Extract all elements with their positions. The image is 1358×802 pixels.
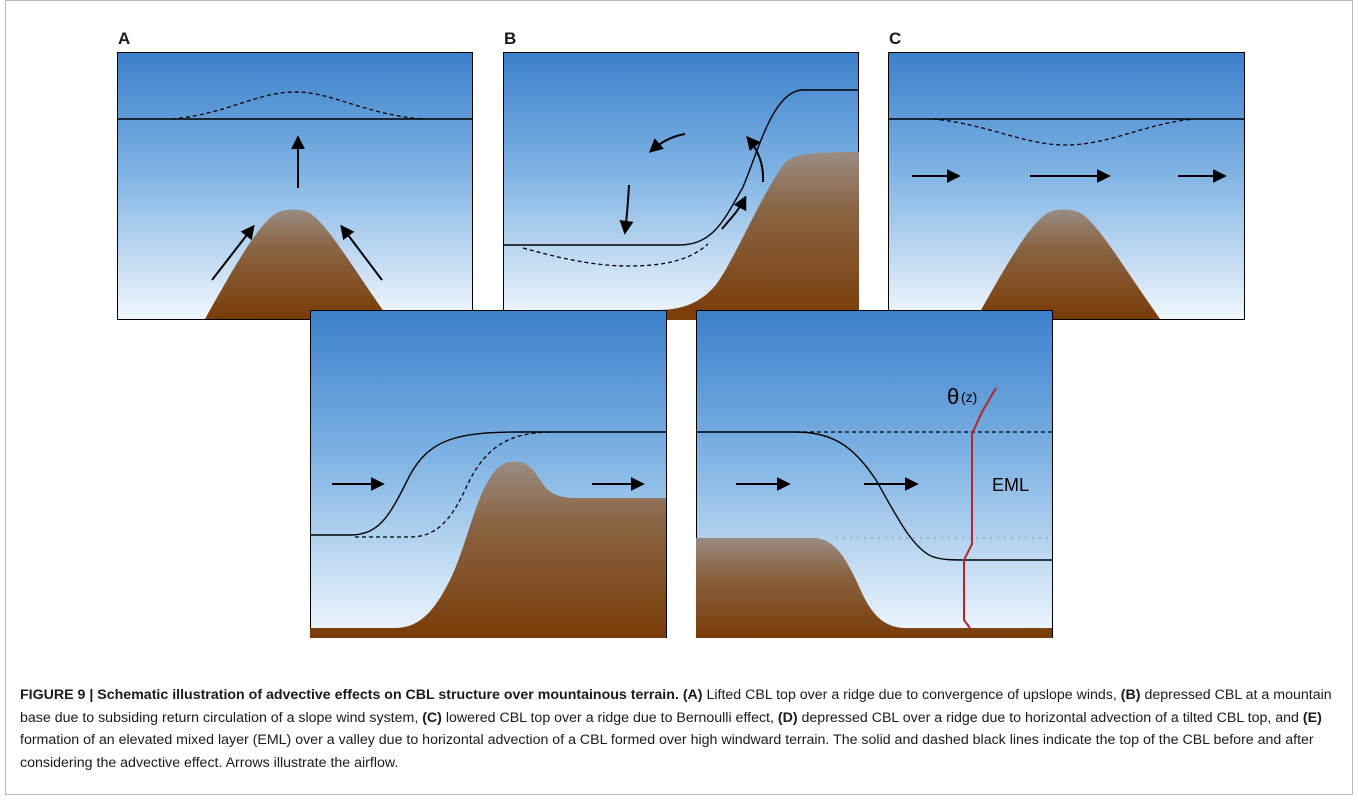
panel-e-cbl-solid — [696, 431, 1052, 561]
panel-a-cbl-dashed — [171, 91, 423, 120]
panel-b-arrow-upslope — [721, 195, 747, 230]
panel-e-theta-profile — [963, 387, 997, 629]
panel-e-theta-label: θ — [947, 384, 959, 409]
panel-b — [503, 52, 859, 320]
caption-text-b: depressed CBL at a mountain base due to … — [20, 687, 1332, 726]
panel-c-cbl-dashed — [932, 118, 1194, 146]
panel-letter-c: C — [889, 29, 902, 48]
caption-tag-e: (E) — [1302, 709, 1322, 726]
panel-a-ridge — [205, 209, 389, 319]
panel-b-cbl-solid — [503, 89, 859, 246]
caption-figure-label: FIGURE 9 | Schematic illustration of adv… — [20, 687, 679, 703]
caption-tag-a: (A) — [682, 687, 703, 703]
panel-b-arrow-return-top — [648, 133, 686, 153]
panel-b-cbl-dashed — [522, 243, 709, 267]
panel-c — [888, 52, 1245, 320]
caption-text-d: depressed CBL over a ridge due to horizo… — [797, 709, 1303, 726]
panel-b-arrow-up-curve — [746, 135, 765, 183]
panel-a-arrow-left — [211, 224, 255, 281]
panel-d — [310, 310, 667, 638]
panel-d-cbl-dashed — [355, 431, 551, 538]
figure-caption: FIGURE 9 | Schematic illustration of adv… — [20, 684, 1340, 774]
panel-letter-a: A — [118, 29, 131, 48]
panel-b-arrow-down — [619, 184, 634, 235]
figure-frame — [5, 0, 1353, 795]
panel-e-eml-label: EML — [992, 475, 1029, 495]
panel-e-plateau — [696, 538, 1052, 638]
panel-letter-b: B — [504, 29, 517, 48]
panel-a — [117, 52, 473, 320]
panel-e: θ (z) EML — [696, 310, 1053, 638]
panel-d-cbl-solid — [310, 431, 666, 536]
panel-e-theta-arg: (z) — [961, 389, 977, 405]
caption-text-e: formation of an elevated mixed layer (EM… — [20, 732, 1314, 771]
panel-c-ridge — [976, 209, 1160, 319]
caption-text-a: Lifted CBL top over a ridge due to conve… — [702, 687, 1121, 703]
panel-d-ridge — [310, 461, 666, 638]
caption-tag-c: (C) — [422, 709, 442, 726]
caption-text-c: lowered CBL top over a ridge due to Bern… — [441, 709, 778, 726]
panel-b-slope — [503, 152, 859, 320]
panel-a-arrow-right — [340, 224, 383, 281]
caption-tag-b: (B) — [1120, 687, 1141, 703]
caption-tag-d: (D) — [777, 709, 798, 726]
